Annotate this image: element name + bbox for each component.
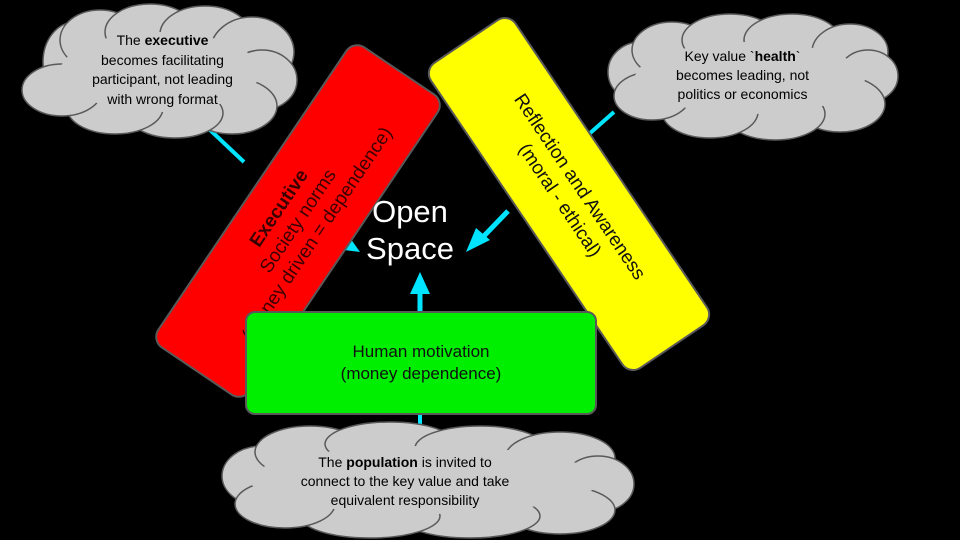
cloud-bottom-text: The population is invited to connect to … — [300, 454, 510, 508]
motivation-line2: (money dependence) — [340, 364, 502, 383]
motivation-box: Human motivation (money dependence) — [245, 311, 597, 415]
open-space-line2: Space — [366, 231, 454, 266]
open-space-label: Open Space — [340, 193, 480, 267]
connector-top-left — [206, 126, 246, 164]
cloud-bottom — [221, 421, 635, 539]
cloud-top-right — [607, 13, 899, 141]
arrowhead-motivation — [410, 272, 430, 294]
cloud-top-left — [21, 3, 298, 139]
open-space-line1: Open — [372, 194, 448, 229]
cloud-top-right-text: Key value `health` becomes leading, not … — [675, 48, 810, 102]
motivation-line1: Human motivation — [352, 342, 490, 361]
arrow-reflection-to-center — [480, 209, 510, 240]
cloud-top-right-bold: health — [754, 48, 796, 64]
cloud-top-left-text: The executive becomes facilitating parti… — [92, 32, 233, 107]
arrowhead-reflection — [466, 228, 490, 252]
cloud-top-left-bold: executive — [144, 32, 209, 48]
cloud-bottom-bold: population — [346, 454, 418, 470]
